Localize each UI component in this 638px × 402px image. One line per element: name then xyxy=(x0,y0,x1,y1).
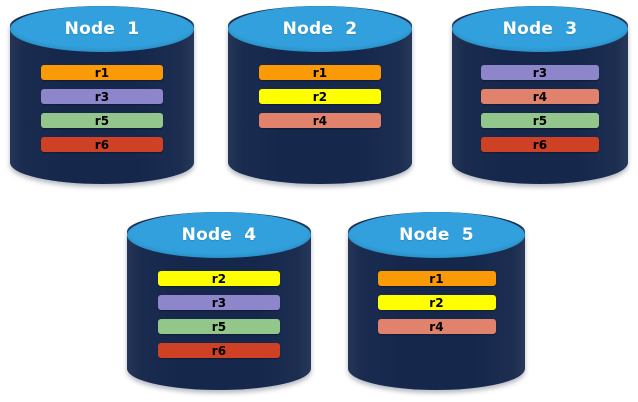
replica-bar-r2[interactable]: r2 xyxy=(377,295,496,310)
replica-bar-r4[interactable]: r4 xyxy=(481,89,599,104)
replica-bar-r6[interactable]: r6 xyxy=(481,137,599,152)
replica-label: r1 xyxy=(429,271,444,286)
replica-label: r3 xyxy=(211,295,227,310)
replica-bar-r3[interactable]: r3 xyxy=(158,295,280,310)
cylinder-top-disc xyxy=(127,212,311,258)
replica-label: r4 xyxy=(429,319,444,334)
replica-label: r2 xyxy=(429,295,444,310)
replica-label: r5 xyxy=(532,113,548,128)
cylinder-top-disc xyxy=(348,212,525,258)
replica-label: r5 xyxy=(94,113,110,128)
cylinder-top-disc xyxy=(452,6,628,52)
replica-bar-r1[interactable]: r1 xyxy=(259,65,381,80)
replica-bar-r2[interactable]: r2 xyxy=(158,271,280,286)
replica-list: r1 r2 r4 xyxy=(228,65,412,128)
replica-label: r1 xyxy=(312,65,328,80)
replica-bar-r5[interactable]: r5 xyxy=(158,319,280,334)
node-label: Node 4 xyxy=(181,225,257,245)
database-node-4[interactable]: Node 4 r2 r3 r5 r6 xyxy=(127,212,311,390)
node-label: Node 1 xyxy=(64,19,140,39)
replica-label: r2 xyxy=(211,271,227,286)
replica-list: r1 r3 r5 r6 xyxy=(10,65,194,152)
node-label: Node 2 xyxy=(282,19,358,39)
replica-label: r3 xyxy=(532,65,548,80)
replica-list: r1 r2 r4 xyxy=(348,271,525,334)
replica-bar-r2[interactable]: r2 xyxy=(259,89,381,104)
replica-bar-r5[interactable]: r5 xyxy=(41,113,163,128)
cylinder-top-disc xyxy=(10,6,194,52)
replica-bar-r3[interactable]: r3 xyxy=(481,65,599,80)
replica-label: r6 xyxy=(211,343,227,358)
replica-label: r5 xyxy=(211,319,227,334)
node-label: Node 5 xyxy=(399,225,474,245)
replica-bar-r4[interactable]: r4 xyxy=(377,319,496,334)
replica-label: r1 xyxy=(94,65,110,80)
replica-bar-r4[interactable]: r4 xyxy=(259,113,381,128)
replica-label: r2 xyxy=(312,89,328,104)
replica-bar-r6[interactable]: r6 xyxy=(41,137,163,152)
replica-bar-r3[interactable]: r3 xyxy=(41,89,163,104)
replica-label: r3 xyxy=(94,89,110,104)
replica-bar-r5[interactable]: r5 xyxy=(481,113,599,128)
replica-bar-r6[interactable]: r6 xyxy=(158,343,280,358)
replica-list: r2 r3 r5 r6 xyxy=(127,271,311,358)
database-node-1[interactable]: Node 1 r1 r3 r5 r6 xyxy=(10,6,194,184)
database-node-5[interactable]: Node 5 r1 r2 r4 xyxy=(348,212,525,390)
database-node-2[interactable]: Node 2 r1 r2 r4 xyxy=(228,6,412,184)
replica-label: r4 xyxy=(532,89,548,104)
replica-label: r4 xyxy=(312,113,328,128)
replica-bar-r1[interactable]: r1 xyxy=(377,271,496,286)
replica-list: r3 r4 r5 r6 xyxy=(452,65,628,152)
replica-label: r6 xyxy=(532,137,548,152)
database-node-3[interactable]: Node 3 r3 r4 r5 r6 xyxy=(452,6,628,184)
replica-label: r6 xyxy=(94,137,110,152)
replica-bar-r1[interactable]: r1 xyxy=(41,65,163,80)
node-label: Node 3 xyxy=(502,19,578,39)
cylinder-top-disc xyxy=(228,6,412,52)
